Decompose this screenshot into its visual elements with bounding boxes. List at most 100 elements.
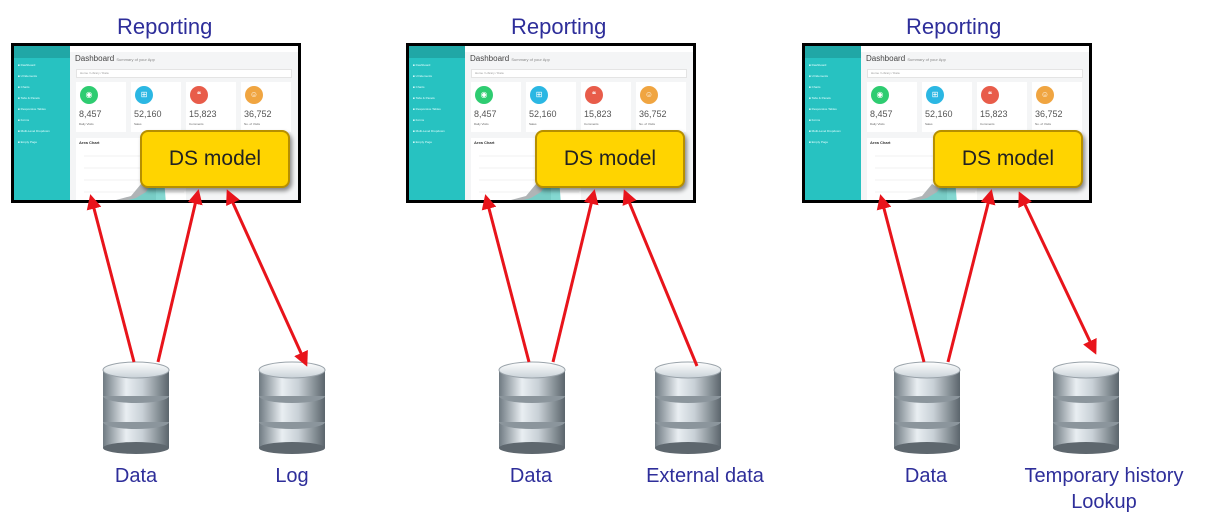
arrow-data-to-model	[946, 189, 996, 363]
sidebar-item[interactable]: Multi-Level Dropdown	[809, 127, 857, 135]
sidebar: Dashboard UI ElementsChartsTabs & PanelsR…	[805, 46, 861, 200]
breadcrumb: Home / Library / Data	[867, 69, 1083, 78]
sidebar-item[interactable]: Tabs & Panels	[18, 94, 66, 102]
sidebar-logo	[805, 46, 861, 58]
sidebar-item[interactable]: Charts	[413, 83, 461, 91]
sidebar-item[interactable]: Dashboard	[413, 61, 461, 69]
ds-model-box: DS model	[933, 130, 1083, 188]
stat-value: 52,160	[529, 109, 557, 119]
sidebar-item[interactable]: Forms	[18, 116, 66, 124]
stat-value: 15,823	[584, 109, 612, 119]
database-icon	[257, 360, 327, 455]
stat-label: No. of Visits	[639, 122, 655, 126]
database-label: Data	[114, 465, 158, 487]
breadcrumb: Home / Library / Data	[471, 69, 687, 78]
stat-label: Sales	[134, 122, 142, 126]
database-label: Temporary history Lookup	[998, 463, 1210, 515]
sidebar-item[interactable]: UI Elements	[413, 72, 461, 80]
arrow-data-to-model	[551, 189, 599, 363]
stat-label: No. of Visits	[1035, 122, 1051, 126]
stat-label: Daily Visits	[79, 122, 94, 126]
stat-value: 8,457	[870, 109, 893, 119]
stat-value: 8,457	[474, 109, 497, 119]
arrow-model-to-history	[1018, 191, 1097, 355]
sidebar-item[interactable]: Responsive Tables	[413, 105, 461, 113]
users-icon: ☺	[640, 86, 658, 104]
database-label: Data	[509, 465, 553, 487]
stat-label: Daily Visits	[870, 122, 885, 126]
stat-label: Comments	[189, 122, 204, 126]
sidebar-logo	[14, 46, 70, 58]
sidebar: Dashboard UI ElementsChartsTabs & PanelsR…	[409, 46, 465, 200]
reporting-title: Reporting	[511, 14, 607, 39]
stat-value: 36,752	[1035, 109, 1063, 119]
area-chart-panel: Area Chart	[76, 138, 186, 200]
sidebar-item[interactable]: Empty Page	[809, 138, 857, 146]
dashboard-title: Dashboard Summary of your App	[75, 54, 155, 63]
cart-icon: ⊞	[135, 86, 153, 104]
sidebar-item[interactable]: UI Elements	[18, 72, 66, 80]
users-icon: ☺	[1036, 86, 1054, 104]
database-label: External data	[646, 465, 764, 487]
sidebar-item[interactable]: Responsive Tables	[18, 105, 66, 113]
area-chart-title: Area Chart	[870, 140, 891, 145]
comments-icon: ❝	[190, 86, 208, 104]
stat-label: Daily Visits	[474, 122, 489, 126]
database-icon	[497, 360, 567, 455]
comments-icon: ❝	[981, 86, 999, 104]
database-label-line: Temporary history	[1024, 465, 1184, 487]
sidebar-item[interactable]: Forms	[413, 116, 461, 124]
sidebar-item[interactable]: Empty Page	[18, 138, 66, 146]
sidebar-item[interactable]: Tabs & Panels	[413, 94, 461, 102]
panel-2: Reporting	[0, 0, 606, 518]
sidebar-item[interactable]: Tabs & Panels	[809, 94, 857, 102]
panel-1: Reporting	[0, 0, 398, 518]
sidebar-item[interactable]: Charts	[809, 83, 857, 91]
sidebar-item[interactable]: Empty Page	[413, 138, 461, 146]
sidebar-item[interactable]: Multi-Level Dropdown	[413, 127, 461, 135]
stat-label: Sales	[529, 122, 537, 126]
sidebar-item[interactable]: UI Elements	[809, 72, 857, 80]
stat-label: Comments	[980, 122, 995, 126]
arrow-data-to-screen	[876, 194, 926, 363]
database-label-line: Lookup	[1071, 491, 1137, 513]
sidebar-item[interactable]: Dashboard	[18, 61, 66, 69]
stat-value: 36,752	[639, 109, 667, 119]
sidebar-item[interactable]: Multi-Level Dropdown	[18, 127, 66, 135]
stat-value: 52,160	[134, 109, 162, 119]
topbar	[70, 46, 298, 52]
stat-value: 15,823	[980, 109, 1008, 119]
dashboard-title: Dashboard Summary of your App	[866, 54, 946, 63]
eye-icon: ◉	[475, 86, 493, 104]
database-icon	[1051, 360, 1121, 455]
cart-icon: ⊞	[926, 86, 944, 104]
users-icon: ☺	[245, 86, 263, 104]
database-icon	[101, 360, 171, 455]
ds-model-box: DS model	[535, 130, 685, 188]
stat-label: Comments	[584, 122, 599, 126]
sidebar-item[interactable]: Forms	[809, 116, 857, 124]
topbar	[861, 46, 1089, 52]
panel-3: Reporting	[0, 0, 1001, 518]
database-icon	[892, 360, 962, 455]
sidebar-logo	[409, 46, 465, 58]
area-chart-title: Area Chart	[79, 140, 100, 145]
sidebar-item[interactable]: Charts	[18, 83, 66, 91]
sidebar-item[interactable]: Responsive Tables	[809, 105, 857, 113]
area-chart-title: Area Chart	[474, 140, 495, 145]
reporting-title: Reporting	[117, 14, 213, 39]
stat-value: 15,823	[189, 109, 217, 119]
sidebar-item[interactable]: Dashboard	[809, 61, 857, 69]
database-label: Data	[904, 465, 948, 487]
arrow-data-to-screen	[481, 194, 531, 363]
